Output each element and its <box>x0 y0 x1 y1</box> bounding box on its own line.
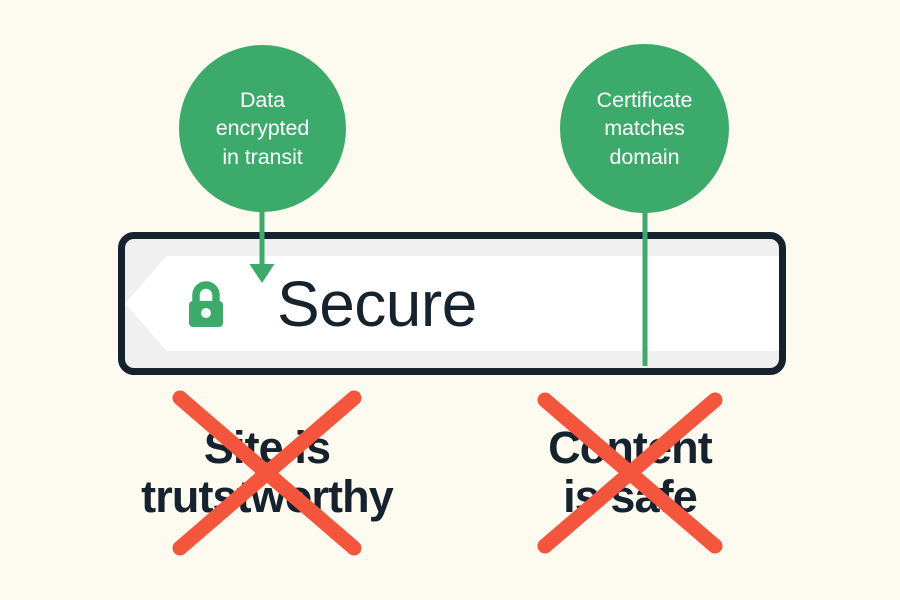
crossed-claim-content-safe-text: Content is safe <box>548 422 713 522</box>
annotation-bubble-data-encrypted: Data encrypted in transit <box>179 45 346 212</box>
crossed-claim-site-trustworthy: Site is trutstworthy <box>102 390 432 556</box>
annotation-bubble-certificate-matches-domain: Certificate matches domain <box>560 44 729 213</box>
crossed-claim-site-trustworthy-text: Site is trutstworthy <box>141 422 394 522</box>
annotation-bubble-data-encrypted-text: Data encrypted in transit <box>215 87 310 169</box>
address-bar-content: Secure <box>125 239 779 368</box>
crossed-claim-content-safe: Content is safe <box>465 392 795 554</box>
address-bar-secure-label: Secure <box>277 267 477 340</box>
address-bar-inner-chevron <box>125 256 779 351</box>
annotation-bubble-certificate-matches-domain-text: Certificate matches domain <box>596 87 693 169</box>
browser-address-bar[interactable]: Secure <box>118 232 786 375</box>
lock-icon <box>189 280 223 327</box>
